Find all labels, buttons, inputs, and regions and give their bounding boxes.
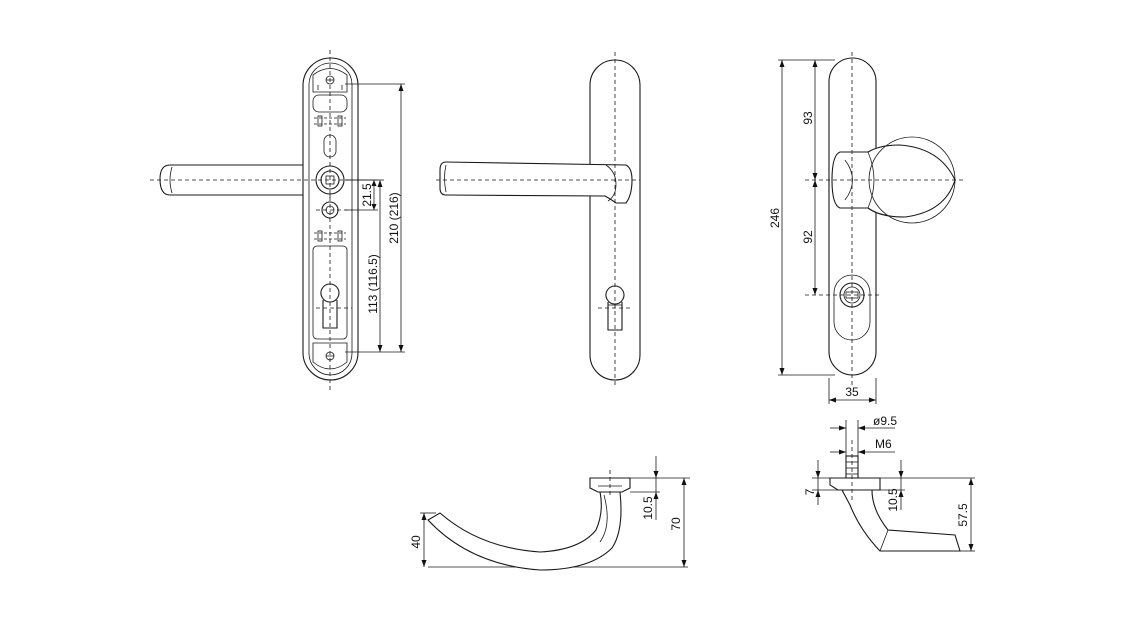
dim-lever-grip-height: 40 [409, 535, 423, 549]
dim-front-key-offset: 21.5 [360, 183, 374, 207]
front-dimensions: 21.5 210 (216) 113 (116.5) [345, 83, 405, 353]
dim-side-width: 35 [845, 385, 859, 399]
knob-view [805, 52, 965, 385]
dim-knob-rose-height: 10.5 [886, 488, 900, 512]
dim-knob-total-height: 57.5 [956, 503, 970, 527]
dim-front-total-length: 210 (216) [387, 192, 401, 243]
knob-profile-dimensions: ø9.5 M6 7 10.5 57.5 [803, 414, 975, 552]
dim-knob-rose-thickness: 7 [803, 488, 817, 495]
dim-side-lower-length: 92 [801, 230, 815, 244]
dim-lever-total-height: 70 [669, 517, 683, 531]
lever-profile-dimensions: 10.5 70 40 [409, 456, 690, 567]
front-view [150, 50, 359, 390]
dim-side-upper-length: 93 [801, 111, 815, 125]
dim-lever-rose-height: 10.5 [641, 496, 655, 520]
dim-knob-thread: M6 [875, 437, 892, 451]
dim-side-total-length: 246 [768, 208, 782, 228]
lever-profile-view [427, 470, 688, 571]
knob-profile-view [829, 440, 961, 552]
knob-dimensions: 246 93 92 35 [768, 59, 877, 404]
dim-front-lower-length: 113 (116.5) [366, 254, 380, 314]
dim-knob-bore-diameter: ø9.5 [873, 414, 897, 428]
outside-lever-view [436, 52, 641, 388]
